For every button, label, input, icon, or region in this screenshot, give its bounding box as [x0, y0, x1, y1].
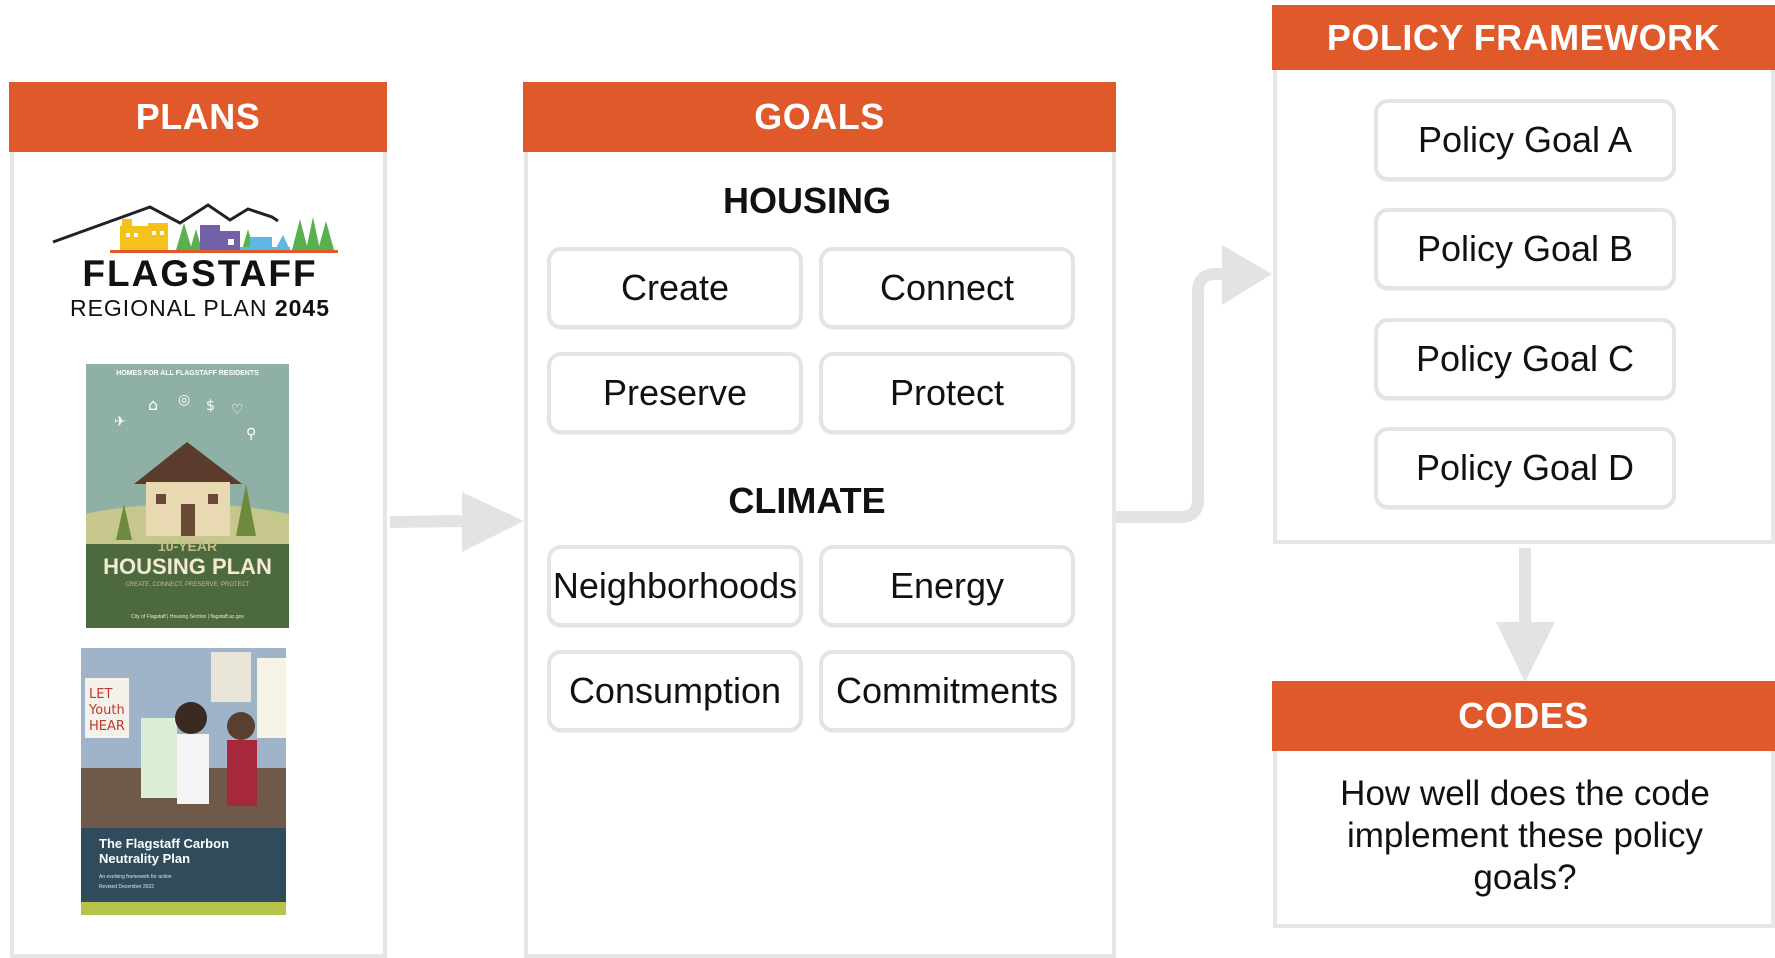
housing-plan-cover: HOMES FOR ALL FLAGSTAFF RESIDENTS ⌂ ◎ $ …: [86, 364, 289, 628]
housing-plan-top-text: HOMES FOR ALL FLAGSTAFF RESIDENTS: [116, 370, 259, 377]
svg-text:⚲: ⚲: [246, 426, 256, 442]
arrow-policy-to-codes-head: [1496, 622, 1555, 682]
svg-text:✈: ✈: [114, 414, 126, 430]
svg-text:⌂: ⌂: [148, 395, 158, 414]
goal-neighborhoods: Neighborhoods: [547, 545, 803, 627]
goal-create: Create: [547, 247, 803, 329]
carbon-plan-cover: LET Youth HEAR The Flagstaff Carbon Neut…: [81, 648, 286, 915]
housing-plan-label-small: 10-YEAR: [157, 538, 218, 554]
goal-consumption: Consumption: [547, 650, 803, 732]
plans-header: PLANS: [9, 82, 387, 152]
carbon-plan-subtitle: An evolving framework for action: [99, 874, 172, 880]
svg-text:LET: LET: [89, 687, 112, 702]
svg-text:$: $: [206, 398, 215, 414]
svg-text:◎: ◎: [178, 392, 190, 408]
goal-preserve: Preserve: [547, 352, 803, 434]
carbon-plan-footer-bar: [81, 902, 286, 915]
housing-illustration: ⌂ ◎ $ ♡ ✈ ⚲: [86, 392, 289, 628]
svg-text:HEAR: HEAR: [89, 719, 125, 734]
regional-plan-name: FLAGSTAFF: [82, 253, 318, 294]
goal-commitments: Commitments: [819, 650, 1075, 732]
arrow-goals-to-policy: [1116, 268, 1235, 523]
carbon-plan-title: The Flagstaff Carbon Neutrality Plan: [99, 836, 230, 866]
policy-goal-a: Policy Goal A: [1374, 99, 1676, 181]
codes-question: How well does the code implement these p…: [1340, 774, 1710, 897]
arrow-plans-to-goals: [389, 515, 471, 528]
housing-plan-label-big: HOUSING PLAN: [103, 554, 272, 579]
carbon-plan-band: The Flagstaff Carbon Neutrality Plan An …: [81, 828, 286, 902]
arrow-plans-to-goals-head: [462, 492, 524, 552]
regional-plan-logo: FLAGSTAFF REGIONAL PLAN 2045: [50, 195, 350, 325]
housing-plan-tagline: CREATE, CONNECT, PRESERVE, PROTECT: [125, 582, 250, 588]
housing-section-title: HOUSING: [722, 180, 891, 221]
policy-goal-b: Policy Goal B: [1374, 208, 1676, 290]
housing-plan-footer: City of Flagstaff | Housing Section | fl…: [131, 614, 244, 620]
goals-panel: [524, 118, 1116, 958]
policy-header: POLICY FRAMEWORK: [1272, 5, 1775, 70]
climate-section-title: CLIMATE: [728, 480, 886, 521]
goal-protect: Protect: [819, 352, 1075, 434]
arrow-goals-to-policy-head: [1222, 245, 1272, 305]
codes-header: CODES: [1272, 681, 1775, 751]
regional-plan-subtitle-text: REGIONAL PLAN: [69, 295, 268, 321]
goal-connect: Connect: [819, 247, 1075, 329]
policy-goal-c: Policy Goal C: [1374, 318, 1676, 400]
policy-goal-d: Policy Goal D: [1374, 427, 1676, 509]
regional-plan-year: 2045: [274, 295, 331, 321]
svg-text:♡: ♡: [231, 402, 244, 418]
skyline-icon: [52, 203, 338, 253]
goal-energy: Energy: [819, 545, 1075, 627]
rally-photo: LET Youth HEAR: [81, 648, 286, 828]
regional-plan-subtitle: REGIONAL PLAN 2045: [50, 295, 350, 322]
goals-header: GOALS: [523, 82, 1116, 152]
carbon-plan-revised: Revised December 2022: [99, 884, 155, 890]
svg-text:Youth: Youth: [88, 703, 125, 718]
